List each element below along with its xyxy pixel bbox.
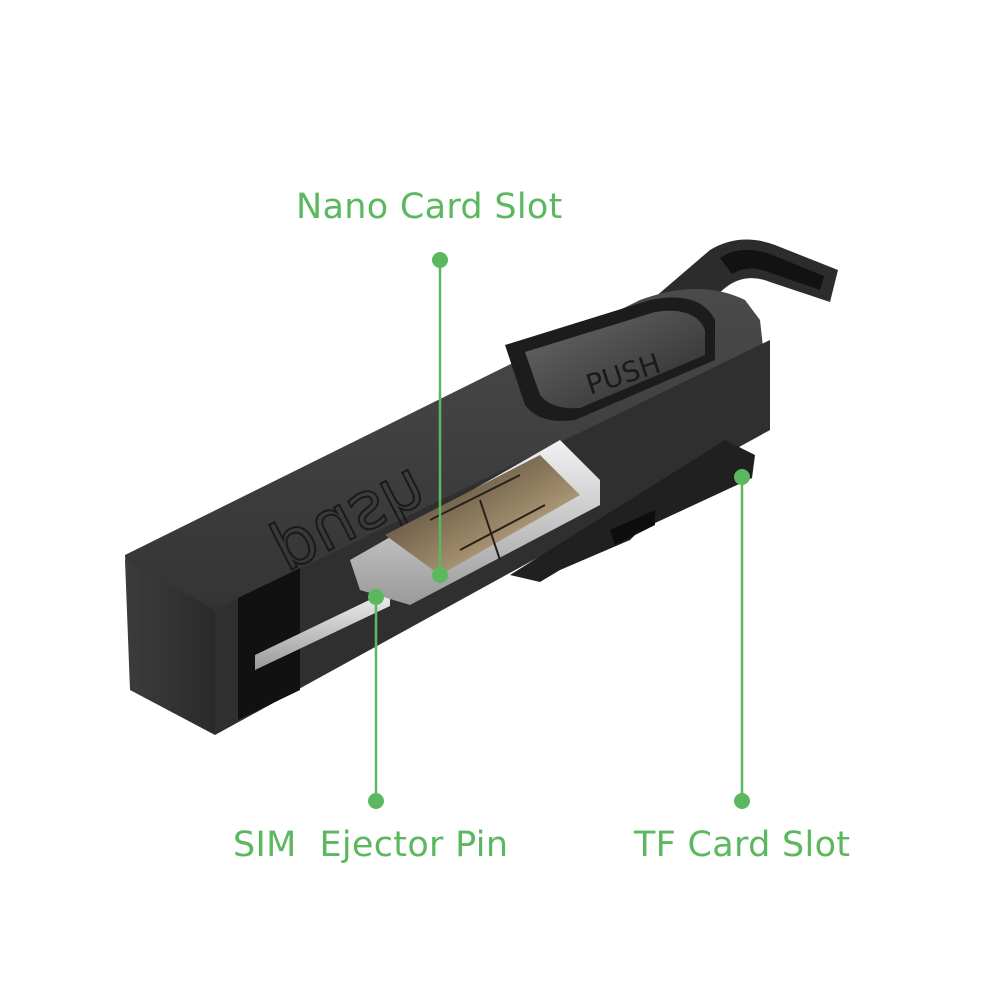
callout-lines	[368, 252, 750, 809]
tf-card-slot-label: TF Card Slot	[634, 825, 851, 865]
ejector-pin-shaft	[255, 590, 390, 670]
sim-callout-dot-bottom	[368, 793, 384, 809]
sim-ejector-pin-label: SIM Ejector Pin	[233, 825, 509, 865]
sim-callout-dot-target	[368, 589, 384, 605]
nano-card-slot-label: Nano Card Slot	[296, 187, 563, 227]
nano-callout-dot-top	[432, 252, 448, 268]
sim-card-chip	[385, 455, 580, 575]
nano-sim-tray	[350, 440, 600, 605]
push-button-pad: PUSH	[505, 297, 715, 421]
tf-callout-dot-bottom	[734, 793, 750, 809]
tf-card	[510, 440, 755, 582]
nano-callout-dot-target	[432, 567, 448, 583]
tf-callout-dot-target	[734, 469, 750, 485]
